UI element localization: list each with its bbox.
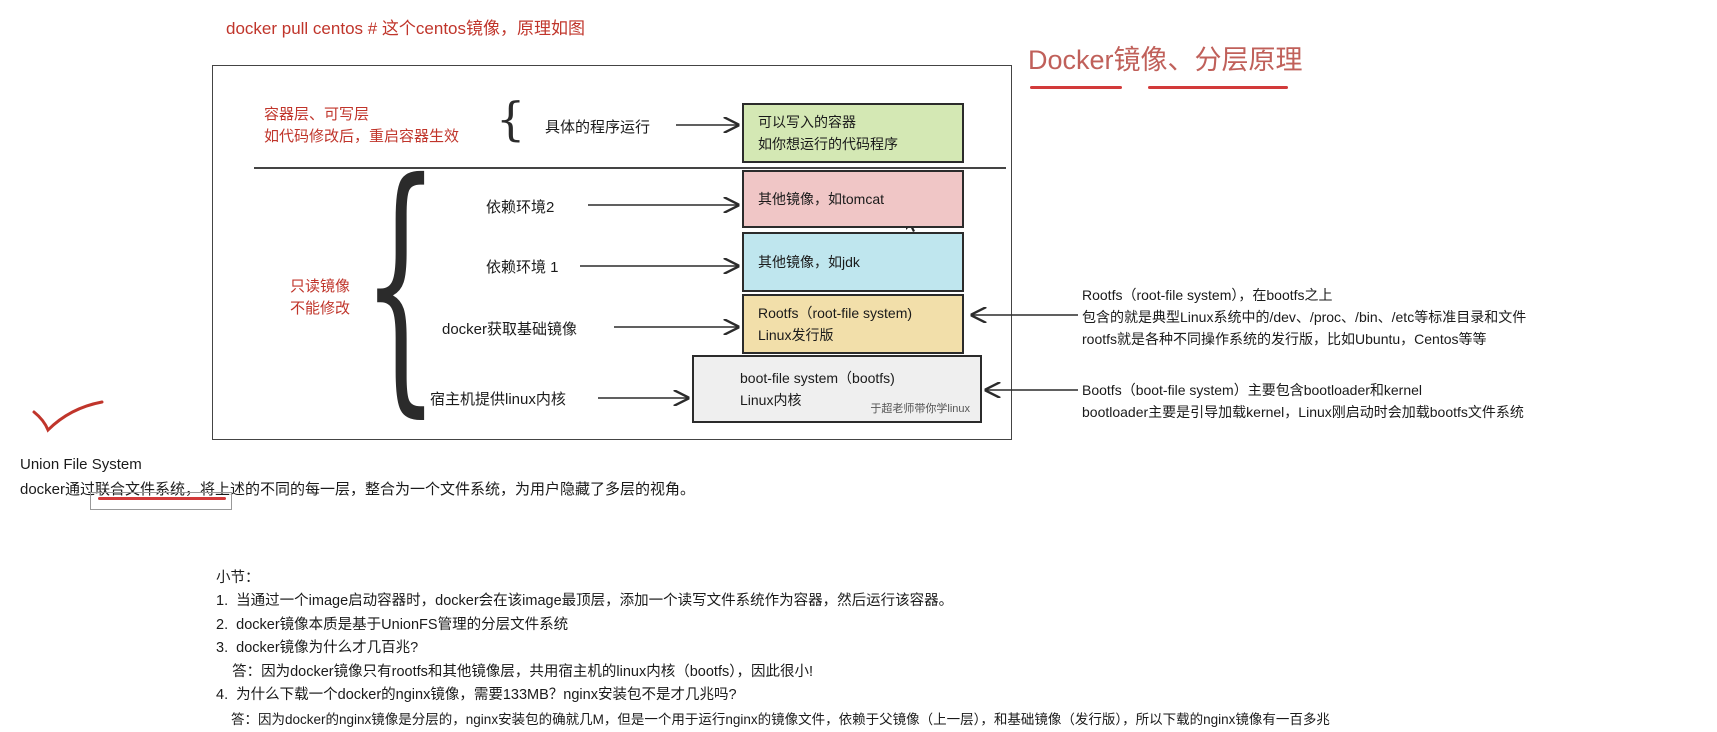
summary-item-1: 1. 当通过一个image启动容器时，docker会在该image最顶层，添加一…	[216, 593, 954, 609]
container-layer-line1: 容器层、可写层	[264, 106, 370, 123]
summary-list: 1. 当通过一个image启动容器时，docker会在该image最顶层，添加一…	[216, 590, 1330, 731]
rootfs-note-line1: Rootfs（root-file system），在bootfs之上	[1082, 287, 1333, 303]
row-label-env1: 依赖环境 1	[486, 259, 559, 276]
row-label-env2: 依赖环境2	[486, 199, 555, 216]
large-brace-icon: {	[362, 125, 440, 440]
rootfs-layer-box: Rootfs（root-file system) Linux发行版	[742, 294, 964, 354]
tomcat-layer-box: 其他镜像，如tomcat	[742, 170, 964, 228]
gray-box-line1: boot-file system（bootfs)	[740, 370, 895, 386]
small-brace-icon: {	[496, 92, 526, 146]
title-underline-right	[1148, 86, 1288, 89]
bootfs-note-line1: Bootfs（boot-file system）主要包含bootloader和k…	[1082, 382, 1423, 398]
bootfs-note-line2: bootloader主要是引导加载kernel，Linux刚启动时会加载boot…	[1082, 404, 1524, 420]
header-command: docker pull centos # 这个centos镜像，原理如图	[226, 19, 586, 38]
row-label-kernel: 宿主机提供linux内核	[430, 391, 566, 408]
summary-answer-3: 答：因为docker镜像只有rootfs和其他镜像层，共用宿主机的linux内核…	[216, 663, 813, 680]
summary-heading: 小节：	[216, 570, 260, 586]
readonly-line2: 不能修改	[290, 300, 351, 317]
summary-item-3: 3. docker镜像为什么才几百兆?	[216, 640, 419, 656]
jdk-layer-box: 其他镜像，如jdk	[742, 232, 964, 292]
rootfs-note-line2: 包含的就是典型Linux系统中的/dev、/proc、/bin、/etc等标准目…	[1082, 309, 1527, 325]
diagram-frame	[212, 65, 1012, 440]
layer-divider	[254, 167, 1006, 169]
readonly-label: 只读镜像 不能修改	[290, 276, 350, 320]
bootfs-layer-box: boot-file system（bootfs) Linux内核 于超老师带你学…	[692, 355, 982, 423]
green-box-line1: 可以写入的容器	[758, 114, 856, 130]
summary-answer-4: 答：因为docker的nginx镜像是分层的，nginx安装包的确就几M，但是一…	[216, 711, 1330, 727]
checkmark-icon	[32, 400, 104, 433]
ufs-underline	[98, 497, 226, 500]
yellow-box-line1: Rootfs（root-file system)	[758, 305, 913, 321]
watermark: 于超老师带你学linux	[870, 403, 970, 415]
ufs-highlight-box	[90, 492, 232, 510]
container-layer-label: 容器层、可写层 如代码修改后，重启容器生效	[264, 104, 459, 148]
yellow-box-line2: Linux发行版	[758, 327, 834, 343]
gray-box-line2: Linux内核	[740, 392, 802, 408]
row-label-program: 具体的程序运行	[545, 119, 651, 136]
container-layer-line2: 如代码修改后，重启容器生效	[264, 128, 460, 145]
readonly-line1: 只读镜像	[290, 278, 351, 295]
bootfs-notes: Bootfs（boot-file system）主要包含bootloader和k…	[1082, 379, 1524, 423]
row-label-base-image: docker获取基础镜像	[442, 321, 578, 338]
summary-item-4: 4. 为什么下载一个docker的nginx镜像，需要133MB？nginx安装…	[216, 687, 737, 703]
pink-box-line1: 其他镜像，如tomcat	[758, 191, 885, 207]
rootfs-note-line3: rootfs就是各种不同操作系统的发行版，比如Ubuntu，Centos等等	[1082, 331, 1487, 347]
cyan-box-line1: 其他镜像，如jdk	[758, 254, 860, 270]
rootfs-notes: Rootfs（root-file system），在bootfs之上 包含的就是…	[1082, 284, 1526, 350]
green-box-line2: 如你想运行的代码程序	[758, 136, 898, 152]
ufs-description: docker通过联合文件系统，将上述的不同的每一层，整合为一个文件系统，为用户隐…	[20, 481, 696, 498]
summary-item-2: 2. docker镜像本质是基于UnionFS管理的分层文件系统	[216, 616, 569, 633]
title-underline-left	[1030, 86, 1122, 89]
container-layer-box: 可以写入的容器 如你想运行的代码程序	[742, 103, 964, 163]
page-title: Docker镜像、分层原理	[1028, 45, 1303, 75]
ufs-title: Union File System	[20, 456, 142, 473]
